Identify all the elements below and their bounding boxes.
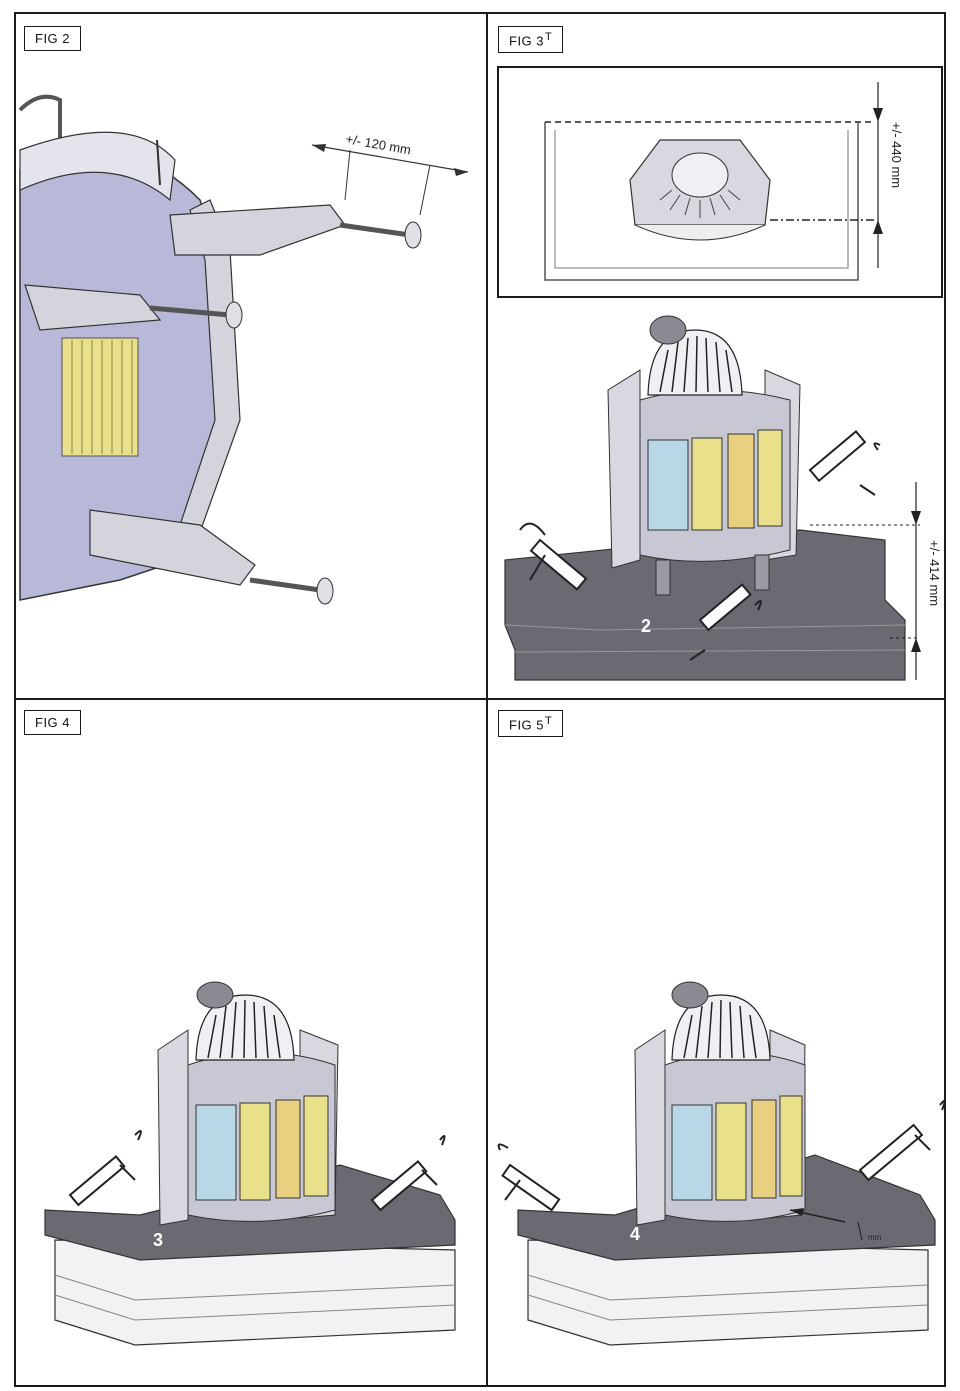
fig3-inset-box <box>497 66 943 298</box>
fig5-glass-2 <box>715 1102 747 1201</box>
fig3-caulk-gun-front <box>689 583 762 661</box>
fig2-top-ring <box>19 131 176 202</box>
fig4-glass-1 <box>195 1104 237 1201</box>
fig5-side-left <box>634 1029 666 1226</box>
fig3-flue-top <box>671 152 729 198</box>
fig3-dome-ribs <box>659 335 733 393</box>
fig2-screw <box>156 139 161 186</box>
fig2-grill <box>61 337 139 457</box>
fig5-part-number: 4 <box>630 1224 640 1244</box>
fig4-dome-ribs <box>207 999 281 1059</box>
fig3-part-number: 2 <box>641 616 651 636</box>
fig2-dim-ext-left <box>344 149 351 201</box>
fig5-caulk-gun-left <box>497 1143 561 1212</box>
fig4-caulk-gun-right <box>370 1135 446 1212</box>
fig3-label: FIG 3T <box>498 26 564 54</box>
fig3-base-line2 <box>514 649 906 653</box>
fig4-side-left <box>157 1029 189 1226</box>
fig2-washer-bottom <box>316 577 334 605</box>
fig4-glass-2 <box>239 1102 271 1201</box>
fig2-bolt-top <box>339 222 411 238</box>
fig5-label: FIG 5T <box>498 710 564 738</box>
fig3-side-arrow-top <box>911 511 921 525</box>
fig3-leg-right <box>754 554 770 591</box>
fig4-glass-3 <box>275 1099 301 1199</box>
fig5-small-dim-line <box>857 1221 863 1241</box>
fig2-bolt-mid <box>149 305 231 318</box>
fig2-dim-arrow-left <box>312 144 326 152</box>
fig5-base-line2 <box>527 1294 929 1321</box>
fig5-flue <box>671 981 709 1009</box>
fig2-bolt-bottom <box>249 577 321 593</box>
fig3-side-left <box>607 369 641 569</box>
fig3-caulk-gun-right <box>808 430 881 496</box>
fig3-caulk-gun-left <box>519 522 588 591</box>
fig2-dim-arrow-right <box>454 168 468 176</box>
fig5-glass-4 <box>779 1095 803 1197</box>
fig4-base-line2 <box>54 1294 456 1321</box>
fig3-glass-2 <box>691 437 723 531</box>
fig3-leg-left <box>655 559 671 596</box>
fig4-flue <box>196 981 234 1009</box>
fig2-bracket-bottom <box>89 509 256 586</box>
fig3-flue <box>649 315 687 345</box>
fig4-base-line1 <box>54 1274 456 1301</box>
fig5-base-line1 <box>527 1274 929 1301</box>
fig4-caulk-gun-left <box>68 1130 142 1207</box>
fig3-side-dim-text: +/- 414 mm <box>927 540 942 606</box>
fig3-recess-outer <box>544 122 859 281</box>
fig2-washer-top <box>404 221 422 249</box>
fig3-glass-3 <box>727 433 755 529</box>
fig4-label: FIG 4 <box>24 710 82 735</box>
fig3-vent-lines <box>659 189 741 218</box>
fig3-inset-arrow-bottom <box>873 220 883 234</box>
fig2-bracket-mid <box>24 284 162 331</box>
fig4-glass-4 <box>303 1095 329 1197</box>
fig2-dim-ext-right <box>419 164 431 216</box>
fig3-base-line1 <box>504 624 906 631</box>
fig3-front-arc <box>634 224 766 241</box>
fig2-dim-line <box>311 144 469 173</box>
fig4-part-number: 3 <box>153 1230 163 1250</box>
fig5-glass-1 <box>671 1104 713 1201</box>
fig5-dome-ribs <box>683 999 757 1059</box>
fig3-inset-arrow-top <box>873 108 883 122</box>
fig5-caulk-gun-right <box>858 1100 946 1182</box>
fig3-recess-inner <box>554 130 849 269</box>
fig2-bracket-top <box>169 204 346 256</box>
fig2-label: FIG 2 <box>24 26 82 51</box>
fig3-side-arrow-bottom <box>911 638 921 652</box>
fig3-glass-1 <box>647 439 689 531</box>
fig5-small-dim-text: mm <box>868 1233 882 1242</box>
fig5-glass-3 <box>751 1099 777 1199</box>
fig5-arrow-head <box>790 1208 804 1216</box>
fig2-handle <box>18 94 62 140</box>
fig3-glass-4 <box>757 429 783 527</box>
fig2-washer-mid <box>225 301 243 329</box>
fig2-grill-slats <box>71 340 133 454</box>
fig5-base-light <box>527 1239 929 1346</box>
fig3-inset-dim-text: +/- 440 mm <box>889 122 904 188</box>
